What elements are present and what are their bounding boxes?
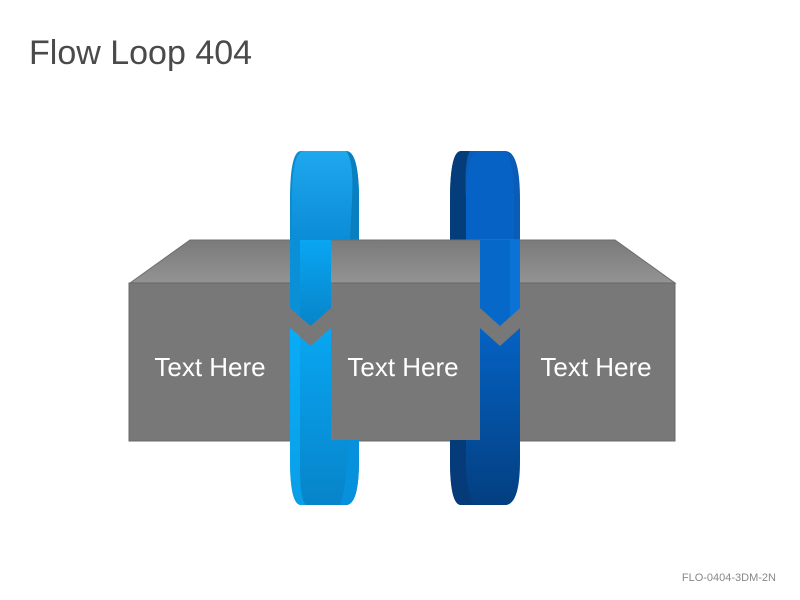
slide-title: Flow Loop 404 [29,34,253,72]
loop-1-back [290,151,359,240]
box-front-face [128,282,676,442]
loop-1-arrow [290,240,331,326]
segment-1-label: Text Here [154,352,265,382]
loop-2-front [450,328,520,505]
loop-1-front [290,328,359,505]
loop-2-back [450,151,520,240]
segment-3-label: Text Here [540,352,651,382]
loop-2-arrow [480,240,520,326]
segment-2-label: Text Here [347,352,458,382]
slide-code: FLO-0404-3DM-2N [681,572,776,584]
box-top-face [128,239,677,284]
